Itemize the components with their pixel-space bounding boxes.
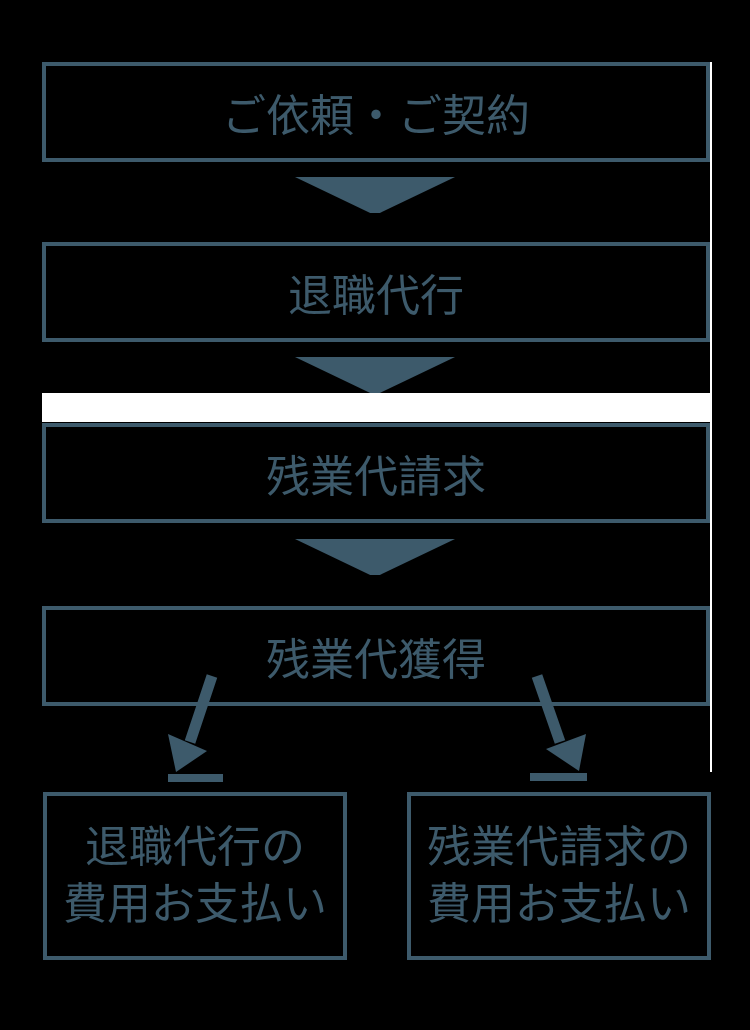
outcome-box-resignation-fee: 退職代行の 費用お支払い <box>43 792 347 960</box>
down-arrow-icon <box>295 539 455 575</box>
step-label: 退職代行 <box>288 272 464 321</box>
step-box-request-contract: ご依頼・ご契約 <box>42 62 710 162</box>
outcome-label-line2: 費用お支払い <box>63 880 327 929</box>
step-label: 残業代獲得 <box>266 636 486 685</box>
down-arrow-icon <box>295 177 455 213</box>
step-box-overtime-obtained: 残業代獲得 <box>42 606 710 706</box>
step-label: ご依頼・ご契約 <box>222 92 530 141</box>
step-box-resignation-agency: 退職代行 <box>42 242 710 342</box>
white-edge-line <box>710 62 712 772</box>
white-stripe-divider <box>42 393 711 422</box>
outcome-label-line1: 退職代行の <box>85 822 305 872</box>
outcome-box-overtime-fee: 残業代請求の 費用お支払い <box>407 792 711 960</box>
step-label: 残業代請求 <box>266 453 486 502</box>
outcome-label-line2: 費用お支払い <box>427 880 691 929</box>
outcome-label-line1: 残業代請求の <box>427 822 691 872</box>
down-arrow-icon <box>295 357 455 393</box>
step-box-overtime-claim: 残業代請求 <box>42 423 710 523</box>
